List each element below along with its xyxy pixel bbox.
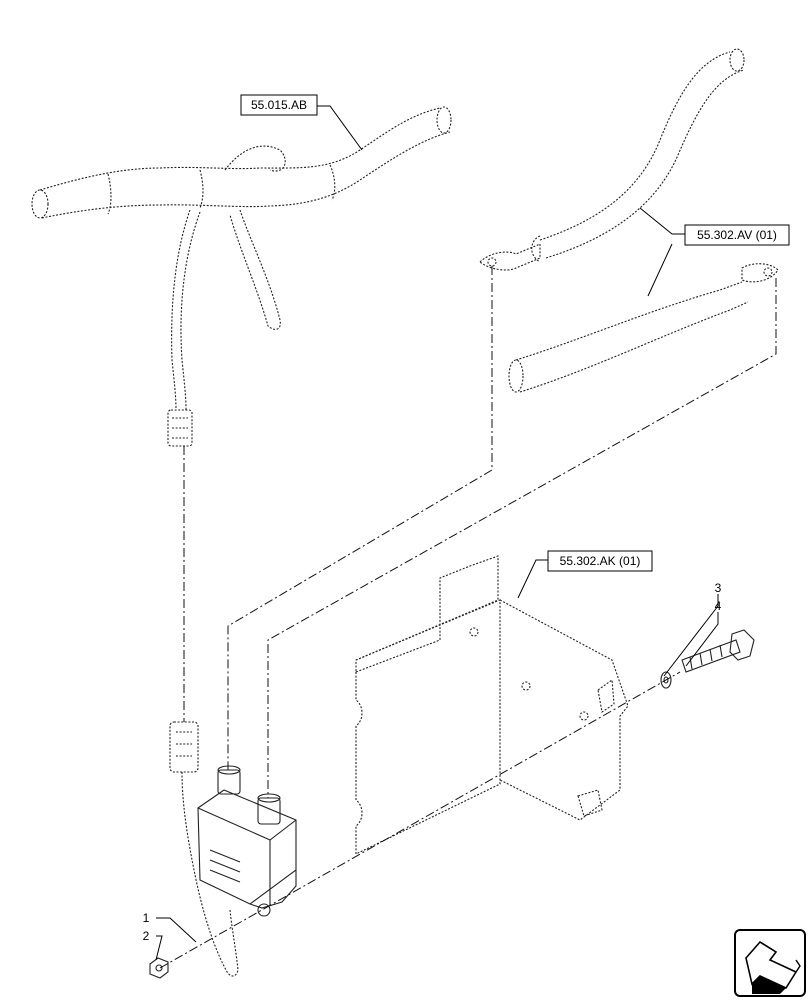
mounting-bracket xyxy=(355,555,629,855)
svg-text:55.302.AV (01): 55.302.AV (01) xyxy=(697,228,777,242)
callout-3: 3 xyxy=(715,581,722,595)
arrow-icon[interactable] xyxy=(734,929,806,997)
assembly-lines xyxy=(159,266,777,969)
reference-label-harness[interactable]: 55.015.AB xyxy=(240,94,318,116)
battery-cable xyxy=(479,48,779,393)
leader-lines xyxy=(155,105,719,961)
reference-label-bracket[interactable]: 55.302.AK (01) xyxy=(547,550,653,572)
bolt-and-washer xyxy=(660,629,755,689)
callout-2: 2 xyxy=(143,929,150,943)
wiring-harness xyxy=(31,106,452,447)
battery-relay xyxy=(149,721,297,979)
svg-text:55.015.AB: 55.015.AB xyxy=(251,98,307,112)
callout-1: 1 xyxy=(143,911,150,925)
svg-text:55.302.AK (01): 55.302.AK (01) xyxy=(560,554,641,568)
reference-label-battery-cable[interactable]: 55.302.AV (01) xyxy=(684,224,790,246)
callout-4: 4 xyxy=(715,599,722,613)
